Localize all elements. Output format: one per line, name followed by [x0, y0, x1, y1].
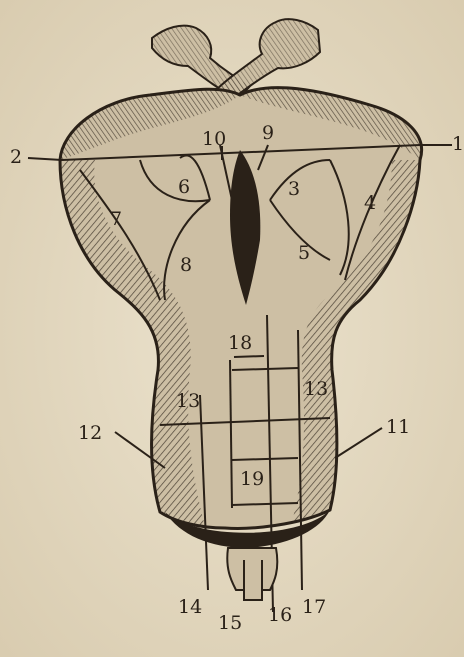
label-7: 7 — [110, 210, 122, 229]
label-4: 4 — [364, 194, 376, 213]
label-11: 11 — [386, 418, 410, 437]
label-13-left: 13 — [176, 392, 200, 411]
label-6: 6 — [178, 178, 190, 197]
label-10: 10 — [202, 130, 226, 149]
label-8: 8 — [180, 256, 192, 275]
label-16: 16 — [268, 606, 292, 625]
label-15: 15 — [218, 614, 242, 633]
label-17: 17 — [302, 598, 326, 617]
label-3: 3 — [288, 180, 300, 199]
label-9: 9 — [262, 124, 274, 143]
label-14: 14 — [178, 598, 202, 617]
label-13-right: 13 — [304, 380, 328, 399]
label-18: 18 — [228, 334, 252, 353]
label-5: 5 — [298, 244, 310, 263]
label-1: 1 — [452, 135, 464, 154]
label-12: 12 — [78, 424, 102, 443]
label-19: 19 — [240, 470, 264, 489]
label-2: 2 — [10, 148, 22, 167]
